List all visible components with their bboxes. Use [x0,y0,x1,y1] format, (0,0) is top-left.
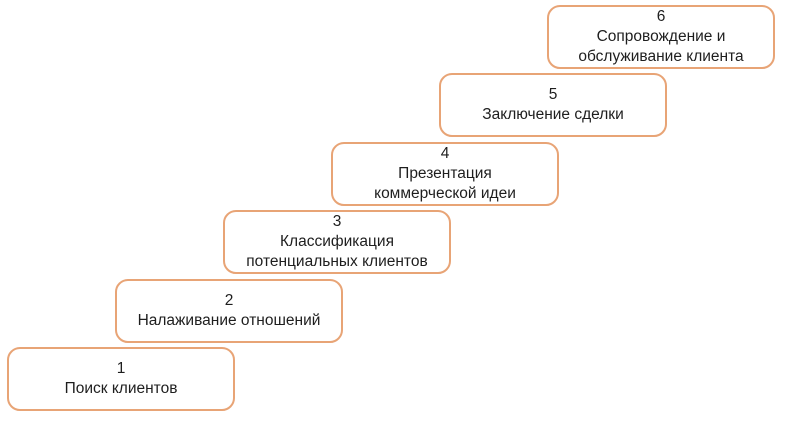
step-box: 3 Классификация потенциальных клиентов [223,210,451,275]
step-box: 4 Презентация коммерческой идеи [331,141,559,206]
step-label: Классификация потенциальных клиентов [246,233,428,271]
step-label: Поиск клиентов [64,380,178,397]
step-box: 1 Поиск клиентов [7,347,235,411]
step-box: 5 Заключение сделки [439,73,667,138]
step-number: 2 [224,291,234,309]
step-box: 6 Сопровождение и обслуживание клиента [547,5,775,69]
step-number: 1 [116,360,126,377]
step-label: Налаживание отношений [137,311,321,329]
step-number: 4 [440,144,450,162]
step-number: 5 [548,86,558,104]
step-number: 3 [332,213,342,231]
step-label: Заключение сделки [482,106,624,124]
step-box: 2 Налаживание отношений [115,278,343,343]
step-label: Презентация коммерческой идеи [374,164,516,202]
step-number: 6 [656,8,666,25]
step-label: Сопровождение и обслуживание клиента [578,28,744,65]
